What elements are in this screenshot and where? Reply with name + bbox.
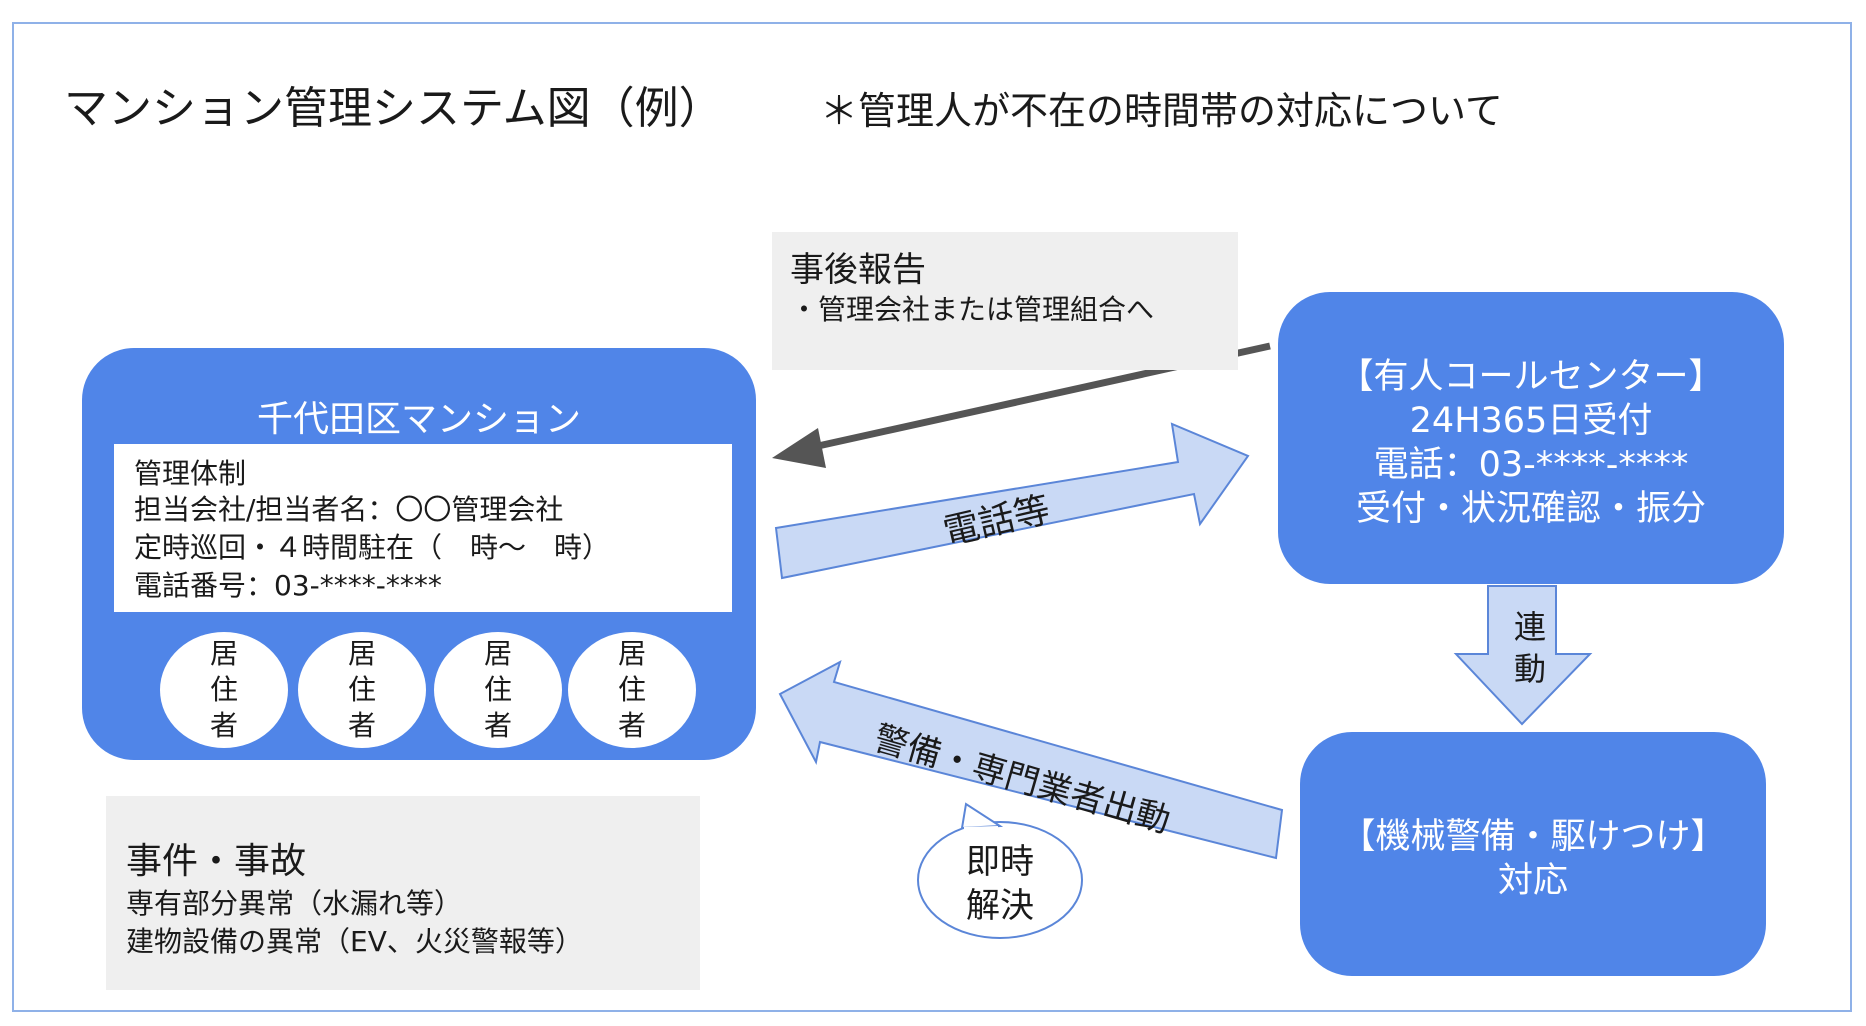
mansion-title: 千代田区マンション bbox=[256, 399, 581, 440]
management-info-line: 管理体制 bbox=[134, 457, 247, 490]
resident-node: 居住者 bbox=[568, 632, 696, 748]
after-report-heading: 事後報告 bbox=[790, 250, 926, 290]
management-info-line: 定時巡回・４時間駐在（ 時～ 時） bbox=[134, 531, 611, 564]
renkei-arrow bbox=[1453, 585, 1593, 726]
incident-heading: 事件・事故 bbox=[126, 841, 307, 882]
immediate-bubble-tail bbox=[960, 802, 1004, 830]
call-center-box: 【有人コールセンター】 24H365日受付 電話：03-****-**** 受付… bbox=[1278, 292, 1784, 584]
call-center-hours: 24H365日受付 bbox=[1409, 401, 1653, 441]
dispatch-arrow bbox=[778, 659, 1284, 860]
resident-node: 居住者 bbox=[298, 632, 426, 748]
management-info-line: 電話番号：03-****-**** bbox=[134, 569, 442, 602]
immediate-bubble bbox=[917, 821, 1083, 939]
management-info-line: 担当会社/担当者名：〇〇管理会社 bbox=[134, 493, 564, 526]
incident-box: 事件・事故 専有部分異常（水漏れ等） 建物設備の異常（EV、火災警報等） bbox=[106, 796, 700, 990]
call-center-title: 【有人コールセンター】 bbox=[1338, 357, 1724, 397]
call-center-phone: 電話：03-****-**** bbox=[1373, 445, 1689, 485]
after-report-detail: ・管理会社または管理組合へ bbox=[790, 293, 1155, 326]
security-role: 対応 bbox=[1497, 861, 1568, 901]
report-arrow-head bbox=[772, 428, 826, 468]
call-center-role: 受付・状況確認・振分 bbox=[1355, 489, 1706, 529]
security-title: 【機械警備・駆けつけ】 bbox=[1340, 817, 1726, 857]
management-info-panel: 管理体制 担当会社/担当者名：〇〇管理会社 定時巡回・４時間駐在（ 時～ 時） … bbox=[114, 444, 732, 612]
page-title: マンション管理システム図（例） bbox=[64, 83, 723, 134]
diagram-frame bbox=[12, 22, 1852, 1012]
resident-node: 居住者 bbox=[434, 632, 562, 748]
incident-detail: 専有部分異常（水漏れ等） bbox=[126, 887, 463, 920]
mansion-box: 千代田区マンション 管理体制 担当会社/担当者名：〇〇管理会社 定時巡回・４時間… bbox=[82, 348, 756, 760]
resident-node: 居住者 bbox=[160, 632, 288, 748]
immediate-bubble-label: 即時解決 bbox=[966, 842, 1034, 926]
incident-detail: 建物設備の異常（EV、火災警報等） bbox=[126, 925, 583, 958]
after-report-box: 事後報告 ・管理会社または管理組合へ bbox=[772, 232, 1238, 370]
page-subtitle: ＊管理人が不在の時間帯の対応について bbox=[820, 89, 1503, 133]
renkei-arrow-label: 連動 bbox=[1513, 608, 1546, 688]
phone-arrow bbox=[774, 422, 1250, 580]
security-box: 【機械警備・駆けつけ】 対応 bbox=[1300, 732, 1766, 976]
